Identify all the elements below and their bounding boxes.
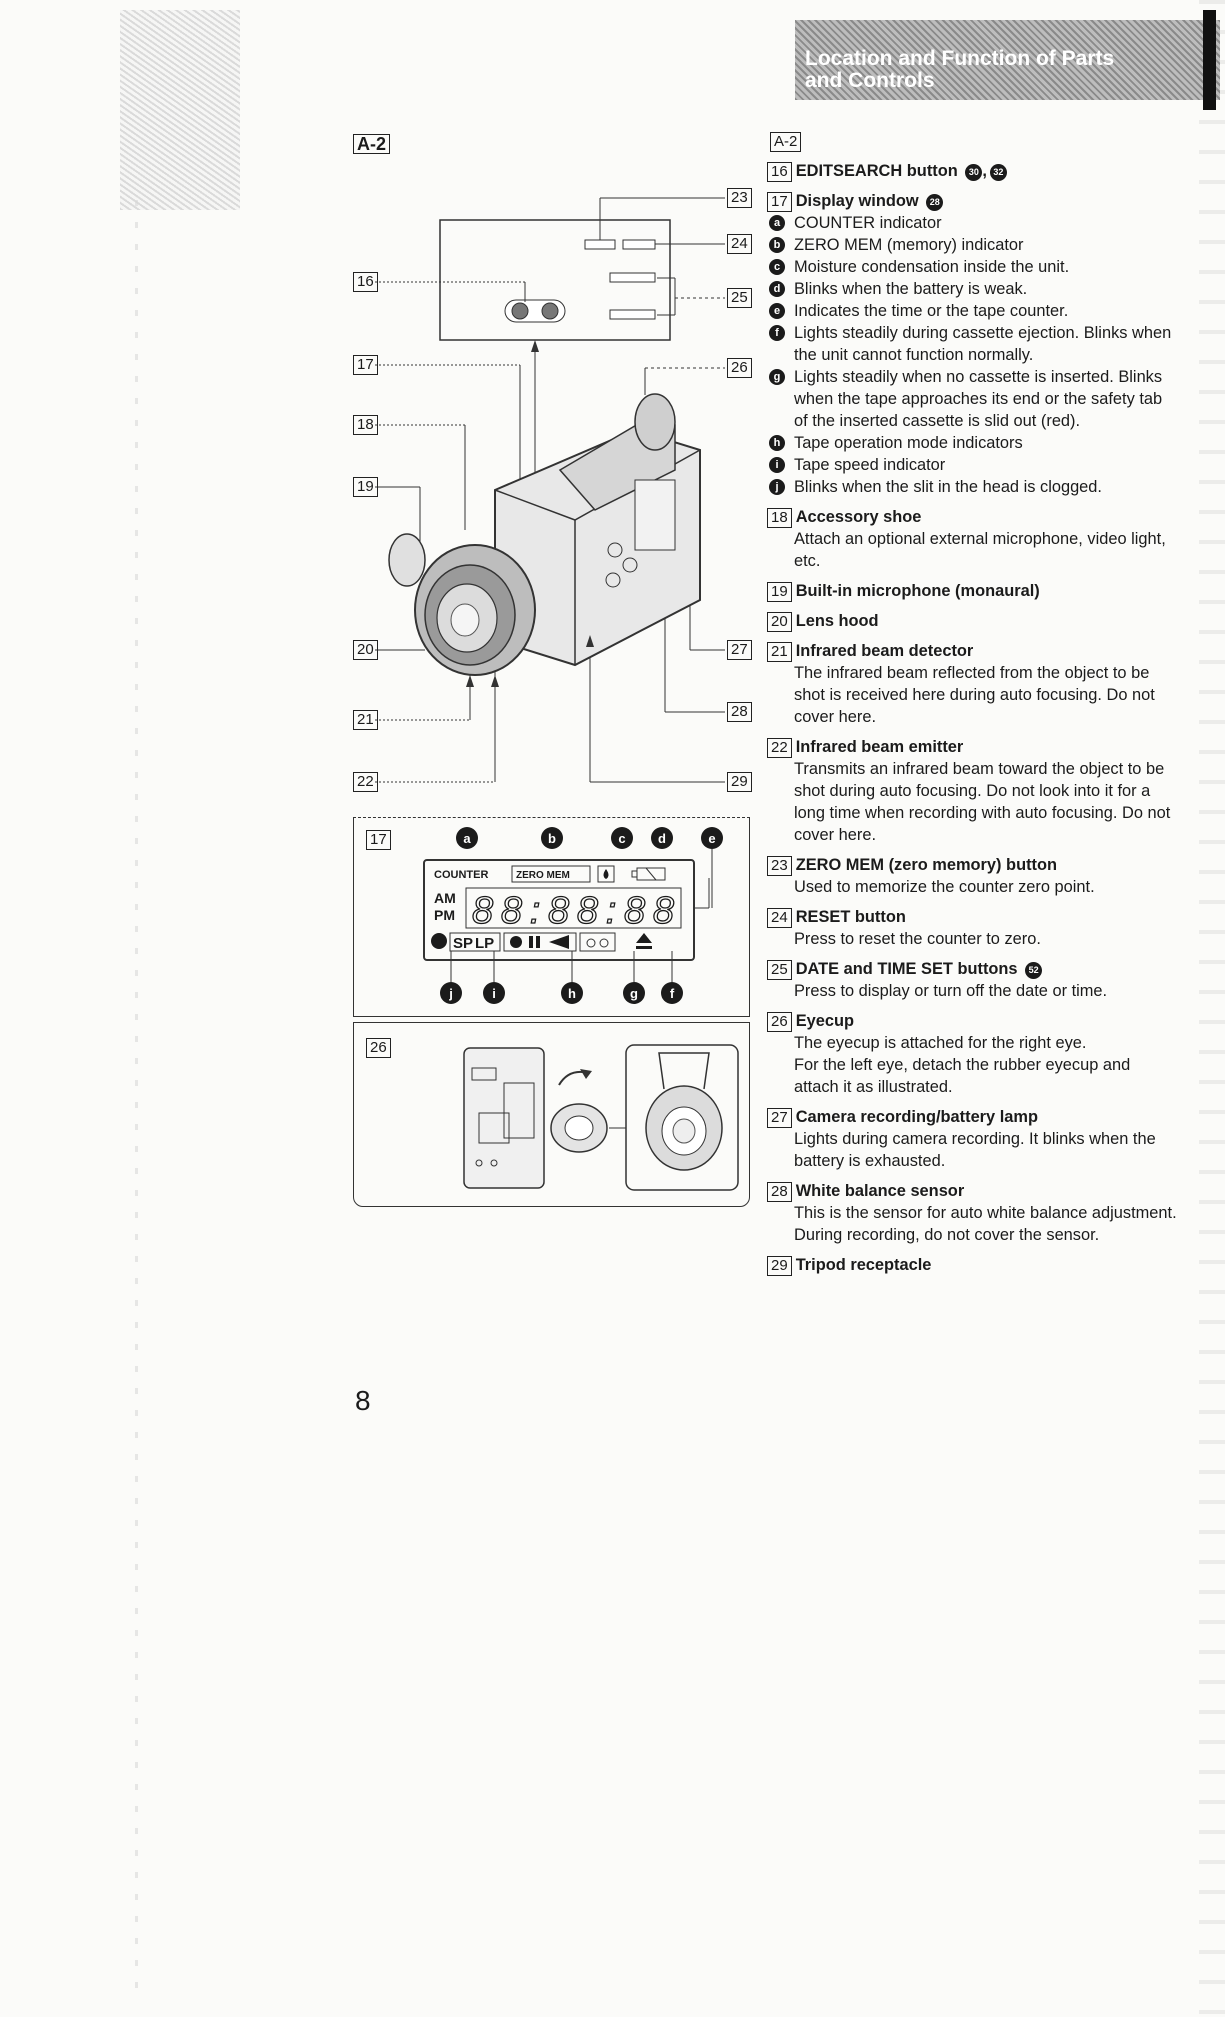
cassette-icon — [579, 932, 616, 952]
page-title: Location and Function of Parts and Contr… — [805, 47, 1115, 92]
header-band — [795, 20, 1220, 100]
marker-j: j — [448, 986, 453, 1001]
lp-label: LP — [475, 935, 494, 952]
pause-icon — [529, 936, 533, 948]
callout-left: 17 — [353, 355, 382, 375]
lcd-digits: 88:88:88 — [472, 890, 674, 932]
marker-a: a — [463, 831, 471, 846]
callout-right: 26 — [727, 358, 756, 378]
display-lcd: a b c d e j i h g f COUNTER ZERO MEM AM … — [423, 827, 723, 1004]
eject-icon — [636, 933, 652, 943]
eyecup-illustration — [463, 1044, 739, 1191]
callout-left: 16 — [353, 272, 382, 292]
marker-f: f — [670, 986, 675, 1001]
record-icon — [510, 936, 522, 948]
callout-right: 24 — [727, 234, 756, 254]
callout-left: 22 — [353, 772, 382, 792]
head-clog-icon — [431, 933, 447, 949]
callout-right: 29 — [727, 772, 756, 792]
callout-left: 19 — [353, 477, 382, 497]
eyecup-panel-figure: 26 — [353, 1022, 750, 1207]
sp-label: SP — [453, 935, 473, 952]
scan-artifact — [1199, 0, 1225, 2017]
page-ref: 30 — [965, 164, 983, 181]
marker-h: h — [568, 986, 576, 1001]
marker-b: b — [548, 831, 556, 846]
callout-right: 25 — [727, 288, 756, 308]
page-ref: 28 — [926, 194, 944, 211]
am-label: AM — [434, 890, 456, 906]
scan-artifact — [135, 200, 138, 2000]
marker-d: d — [658, 831, 666, 846]
callout-right: 28 — [727, 702, 756, 722]
section-label: A-2 — [770, 132, 805, 152]
zero-mem-label: ZERO MEM — [516, 870, 570, 881]
moisture-icon — [603, 869, 609, 879]
marker-c: c — [618, 831, 625, 846]
callout-right: 27 — [727, 640, 756, 660]
display-panel-figure: 17 a b c d e j i h g f COUNTER — [353, 817, 750, 1017]
page-edge-tab — [1203, 10, 1216, 110]
rewind-icon — [549, 935, 569, 949]
figure-label: A-2 — [353, 134, 394, 156]
callout-left: 21 — [353, 710, 382, 730]
marker-g: g — [630, 986, 638, 1001]
scan-artifact — [120, 10, 240, 210]
page-ref: 52 — [1025, 962, 1043, 979]
counter-label: COUNTER — [434, 869, 488, 881]
callout-right: 23 — [727, 188, 756, 208]
marker-i: i — [492, 986, 496, 1001]
page-ref: 32 — [989, 164, 1007, 181]
callout-left: 18 — [353, 415, 382, 435]
pm-label: PM — [434, 907, 455, 923]
marker-e: e — [708, 831, 715, 846]
camcorder-figure — [375, 197, 725, 783]
callout-left: 20 — [353, 640, 382, 660]
page-number: 8 — [355, 1385, 371, 1416]
